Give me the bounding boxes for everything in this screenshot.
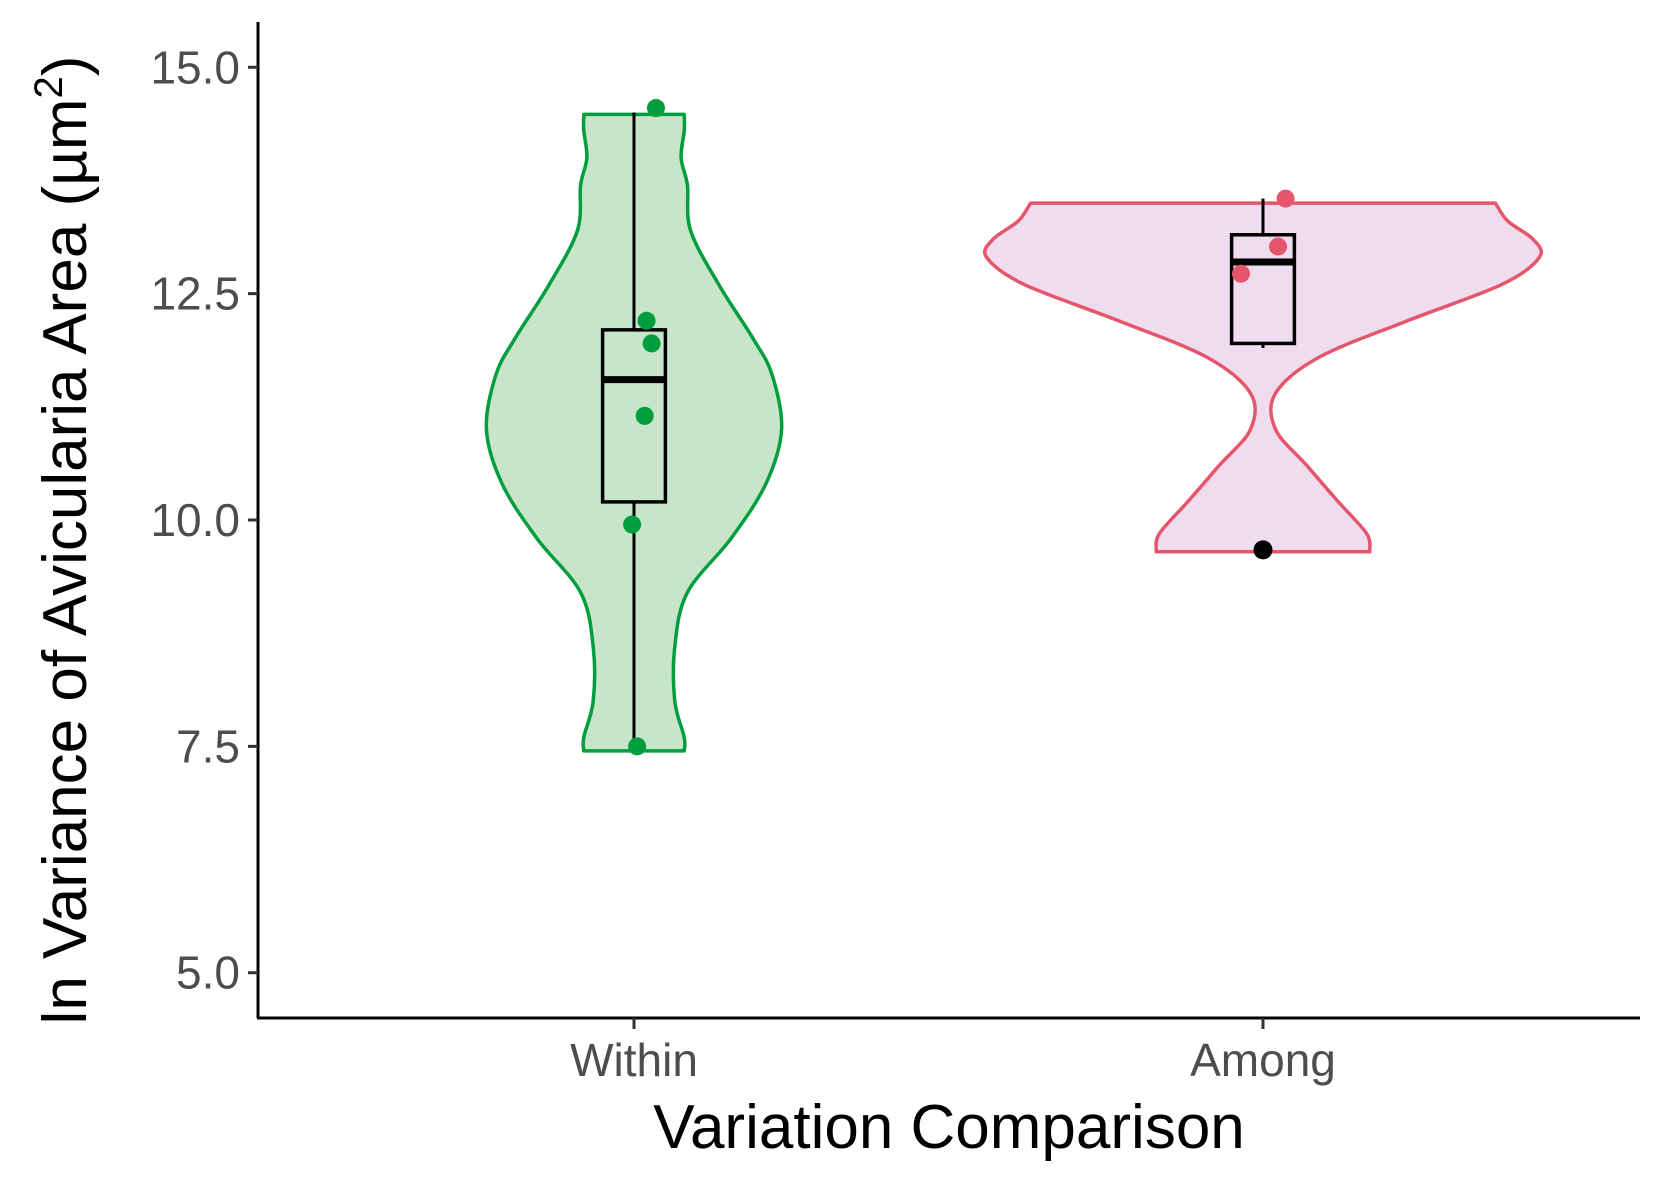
y-tick-label: 5.0 — [176, 947, 240, 999]
data-point — [646, 99, 665, 118]
plot-area — [484, 99, 1544, 756]
y-tick-label: 12.5 — [150, 268, 240, 320]
y-axis-title-superscript: 2 — [27, 76, 71, 98]
y-tick-label: 7.5 — [176, 720, 240, 772]
x-ticks: Within Among — [570, 1018, 1336, 1086]
outlier-point — [1253, 540, 1273, 560]
data-point — [623, 515, 642, 534]
axes — [256, 22, 1640, 1020]
data-point — [635, 406, 654, 425]
y-ticks: 5.0 7.5 10.0 12.5 15.0 — [150, 41, 258, 999]
data-point — [1276, 189, 1295, 208]
y-axis-title-main: ln Variance of Avicularia Area ( — [31, 185, 100, 1024]
box-iqr — [600, 328, 668, 504]
violin-group-among — [982, 189, 1544, 560]
violin-group-within — [484, 99, 784, 756]
y-tick-label: 10.0 — [150, 494, 240, 546]
x-tick-label: Within — [570, 1034, 698, 1086]
violin-shape — [982, 201, 1544, 554]
y-axis-title-close: ) — [31, 56, 100, 77]
violin-shape — [484, 112, 784, 753]
data-point — [642, 334, 661, 353]
y-tick-label: 15.0 — [150, 41, 240, 93]
x-axis-title: Variation Comparison — [653, 1093, 1245, 1162]
data-point — [637, 311, 656, 330]
data-point — [1232, 264, 1251, 283]
x-tick-label: Among — [1190, 1034, 1336, 1086]
data-point — [628, 737, 647, 756]
box-iqr — [1229, 233, 1297, 346]
data-point — [1269, 237, 1288, 256]
y-axis-title-unit: µm — [31, 98, 100, 185]
y-axis-title: ln Variance of Avicularia Area (µm2) — [27, 56, 100, 1025]
